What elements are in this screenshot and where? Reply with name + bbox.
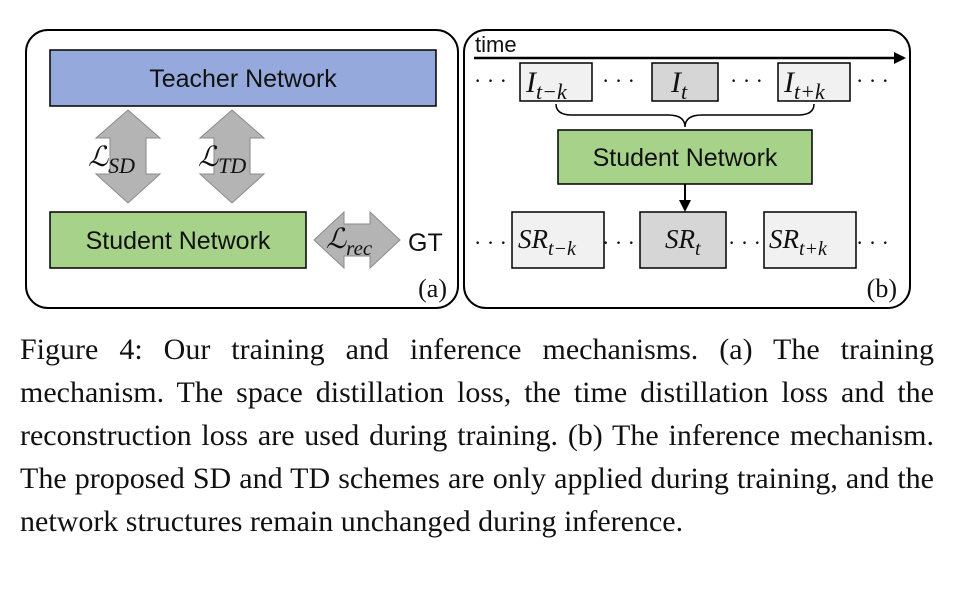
- student-network-label-b: Student Network: [593, 144, 778, 172]
- loss-sd-subscript: SD: [108, 153, 135, 178]
- td-double-arrow: [198, 109, 266, 204]
- frame-label-t: It: [670, 66, 688, 104]
- frame-label-t-minus-k: It−k: [525, 66, 568, 104]
- dots: · · ·: [602, 230, 635, 255]
- time-label: time: [475, 32, 517, 57]
- loss-sd-label: ℒSD: [88, 142, 135, 178]
- panel-a: Teacher Network Student Network ℒSD ℒTD …: [25, 29, 459, 309]
- output-label-t: SRt: [665, 224, 701, 260]
- figure-diagram: Teacher Network Student Network ℒSD ℒTD …: [25, 29, 911, 309]
- student-network-box-a: [49, 211, 307, 269]
- dots: · · ·: [856, 230, 889, 255]
- input-brace: [555, 103, 815, 128]
- figure-caption: Figure 4: Our training and inference mec…: [20, 333, 934, 538]
- loss-rec-subscript: rec: [346, 236, 373, 260]
- sd-double-arrow: [94, 109, 162, 204]
- loss-sd-symbol: ℒ: [88, 142, 109, 173]
- dots: · · ·: [730, 68, 763, 93]
- dots: · · ·: [474, 230, 507, 255]
- gt-label: GT: [408, 229, 443, 257]
- panel-a-tag: (a): [418, 274, 447, 303]
- frame-box-t: [651, 62, 719, 102]
- output-label-t-plus-k: SRt+k: [769, 224, 828, 260]
- panel-b-frame: [463, 29, 911, 309]
- output-box-t: [639, 211, 727, 269]
- student-network-box-b: [557, 129, 813, 185]
- panel-b-tag: (b): [867, 274, 897, 303]
- frame-box-t-minus-k: [519, 62, 593, 102]
- panel-a-frame: [25, 29, 459, 309]
- teacher-network-label: Teacher Network: [149, 65, 337, 93]
- output-box-t-plus-k: [763, 211, 857, 269]
- frame-label-t-plus-k: It+k: [783, 66, 826, 104]
- loss-td-label: ℒTD: [198, 142, 246, 178]
- student-network-label-a: Student Network: [86, 227, 271, 255]
- output-box-t-minus-k: [511, 211, 605, 269]
- loss-td-symbol: ℒ: [198, 142, 219, 173]
- teacher-network-box: [49, 49, 437, 107]
- loss-rec-symbol: ℒ: [326, 224, 347, 255]
- dots: · · ·: [856, 68, 889, 93]
- dots: · · ·: [728, 230, 761, 255]
- dots: · · ·: [474, 68, 507, 93]
- panel-b: time · · · · · · · · · · · · It−k It It+…: [463, 29, 911, 309]
- frame-box-t-plus-k: [777, 62, 851, 102]
- output-label-t-minus-k: SRt−k: [518, 224, 577, 260]
- loss-td-subscript: TD: [218, 153, 246, 178]
- loss-rec-label: ℒrec: [326, 224, 373, 260]
- dots: · · ·: [602, 68, 635, 93]
- rec-double-arrow: [313, 210, 401, 270]
